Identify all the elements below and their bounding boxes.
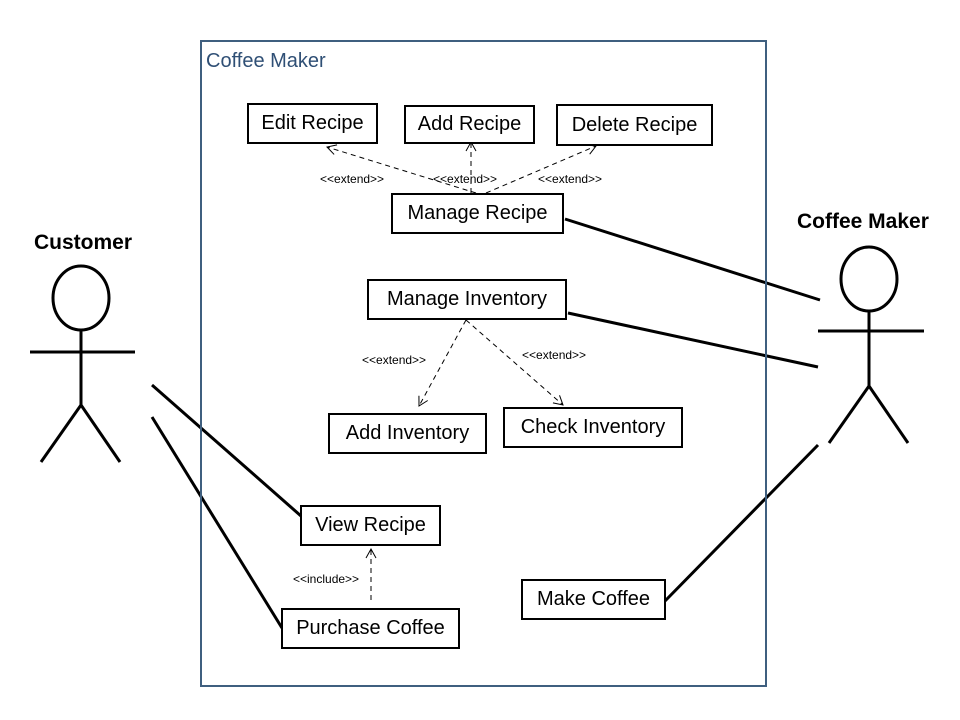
usecase-check-inventory[interactable]: Check Inventory	[503, 407, 683, 448]
usecase-delete-recipe[interactable]: Delete Recipe	[556, 104, 713, 146]
usecase-add-inventory[interactable]: Add Inventory	[328, 413, 487, 454]
extend-label-add-inventory: <<extend>>	[362, 353, 427, 367]
coffee-maker-actor-label: Coffee Maker	[797, 210, 929, 233]
extend-label-delete-recipe: <<extend>>	[538, 172, 603, 186]
coffee-maker-left-leg	[827, 385, 871, 444]
assoc-manage-recipe-coffee-maker	[564, 217, 821, 302]
system-boundary	[200, 40, 767, 687]
extend-add-inventory-arrow	[418, 319, 467, 407]
extend-label-check-inventory: <<extend>>	[522, 348, 587, 362]
system-title: Coffee Maker	[206, 50, 326, 72]
coffee-maker-head	[839, 245, 899, 313]
customer-left-leg	[39, 404, 83, 463]
usecase-edit-recipe[interactable]: Edit Recipe	[247, 103, 378, 144]
extend-delete-recipe-arrow	[485, 144, 597, 194]
coffee-maker-right-leg	[867, 385, 910, 444]
usecase-manage-recipe[interactable]: Manage Recipe	[391, 193, 564, 234]
include-label-view-recipe: <<include>>	[293, 572, 360, 586]
usecase-purchase-coffee[interactable]: Purchase Coffee	[281, 608, 460, 649]
usecase-manage-inventory[interactable]: Manage Inventory	[367, 279, 567, 320]
assoc-customer-view-recipe	[151, 383, 302, 518]
coffee-maker-actor-figure	[818, 245, 924, 444]
extend-edit-recipe-arrow	[326, 144, 477, 194]
customer-head	[51, 264, 111, 332]
assoc-manage-inventory-coffee-maker	[567, 311, 819, 369]
assoc-customer-purchase-coffee	[150, 416, 284, 629]
usecase-add-recipe[interactable]: Add Recipe	[404, 105, 535, 144]
customer-right-leg	[79, 404, 122, 463]
extend-check-inventory-arrow	[465, 319, 564, 406]
usecase-view-recipe[interactable]: View Recipe	[300, 505, 441, 546]
customer-actor-figure	[30, 264, 135, 463]
extend-label-edit-recipe: <<extend>>	[320, 172, 385, 186]
assoc-make-coffee-coffee-maker	[663, 443, 820, 603]
customer-actor-label: Customer	[34, 231, 133, 254]
usecase-make-coffee[interactable]: Make Coffee	[521, 579, 666, 620]
extend-label-add-recipe: <<extend>>	[433, 172, 498, 186]
